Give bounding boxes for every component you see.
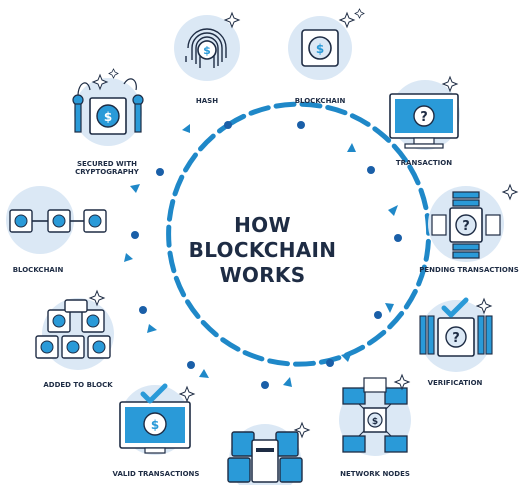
cycle-arrowheads (124, 124, 398, 387)
step-label-blockchain-left: BLOCKCHAIN (12, 266, 64, 274)
step-label-network-nodes: NETWORK NODES (340, 470, 410, 478)
coin-stack-icon (227, 421, 311, 485)
title-line: BLOCKCHAIN (188, 238, 337, 262)
step-label-line: CRYPTOGRAPHY (75, 168, 139, 176)
arrowhead (341, 352, 352, 362)
monitor-question-icon: ? (389, 75, 460, 150)
step-label-pending-transactions: PENDING TRANSACTIONS (419, 266, 519, 274)
arrowhead (130, 184, 140, 193)
arrowhead (147, 324, 157, 333)
arrowhead (283, 377, 292, 387)
svg-text:$: $ (372, 417, 378, 427)
arrowhead (388, 205, 398, 216)
svg-text:$: $ (316, 42, 324, 56)
step-dot (394, 234, 402, 242)
title-line: WORKS (219, 263, 306, 287)
step-dot (187, 361, 195, 369)
step-dot (224, 121, 232, 129)
step-dot (367, 166, 375, 174)
svg-text:$: $ (104, 110, 112, 124)
arrowhead (182, 124, 190, 133)
step-dot (297, 121, 305, 129)
svg-text:?: ? (420, 110, 428, 125)
fingerprint-coin-icon: $ (174, 11, 241, 81)
pending-blocks-icon: ? (428, 183, 519, 262)
step-dot (139, 306, 147, 314)
cycle-dots (131, 121, 402, 389)
title-line: HOW (234, 213, 291, 237)
step-dot (326, 359, 334, 367)
step-label-added-to-block: ADDED TO BLOCK (43, 381, 113, 389)
cycle-arc (166, 101, 432, 367)
svg-text:?: ? (462, 219, 470, 234)
arrowhead (347, 143, 356, 152)
step-label-blockchain-top: BLOCKCHAIN (294, 97, 346, 105)
coin-block-icon: $ (288, 8, 365, 80)
step-label-valid-transactions: VALID TRANSACTIONS (112, 470, 200, 478)
arrowhead (385, 303, 394, 313)
monitor-check-icon: $ (119, 383, 196, 455)
verification-check-icon: ? (419, 297, 493, 372)
stacked-blocks-icon (35, 289, 114, 370)
step-dot (156, 168, 164, 176)
step-label-secured: SECURED WITH CRYPTOGRAPHY (62, 160, 152, 176)
svg-text:$: $ (203, 44, 211, 57)
network-nodes-icon: $ (339, 373, 411, 456)
arrowhead (124, 253, 133, 262)
arrowhead (199, 369, 209, 378)
cycle-ring (166, 101, 432, 367)
step-dot (374, 311, 382, 319)
svg-text:$: $ (151, 418, 159, 432)
diagram-title: HOW BLOCKCHAIN WORKS (170, 213, 355, 288)
svg-text:?: ? (452, 331, 460, 346)
step-label-verification: VERIFICATION (427, 379, 483, 387)
step-label-transaction: TRANSACTION (395, 159, 453, 167)
step-dot (131, 231, 139, 239)
chain-blocks-icon (6, 186, 107, 254)
step-label-hash: HASH (195, 97, 219, 105)
key-lock-icon: $ (72, 68, 144, 146)
step-dot (261, 381, 269, 389)
step-label-line: SECURED WITH (76, 160, 138, 168)
